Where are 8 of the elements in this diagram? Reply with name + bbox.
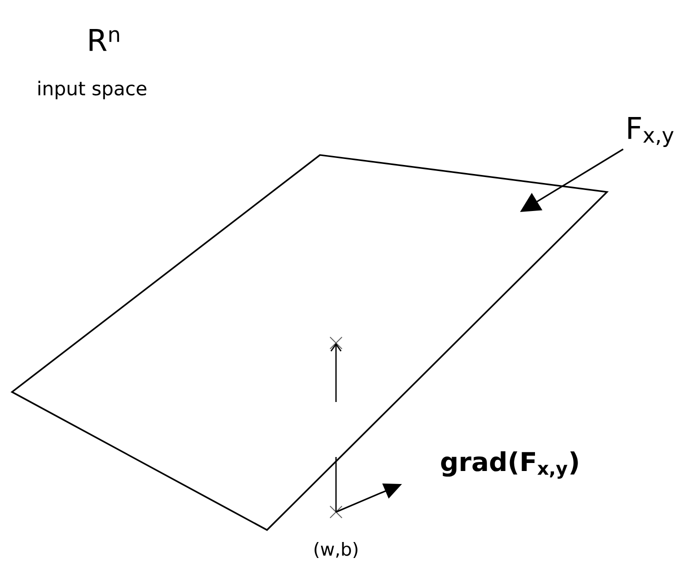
gradient-label: grad(F$_{x,y}$) <box>441 451 578 479</box>
space-label: (w,b) <box>314 542 358 558</box>
cross-mark <box>330 506 342 518</box>
cross-mark <box>330 336 342 350</box>
space-label: input space <box>38 80 146 100</box>
arrow <box>330 343 342 512</box>
space-label: R$^{n}$ <box>90 29 120 51</box>
function-label: F$_{x,y}$ <box>628 117 674 147</box>
